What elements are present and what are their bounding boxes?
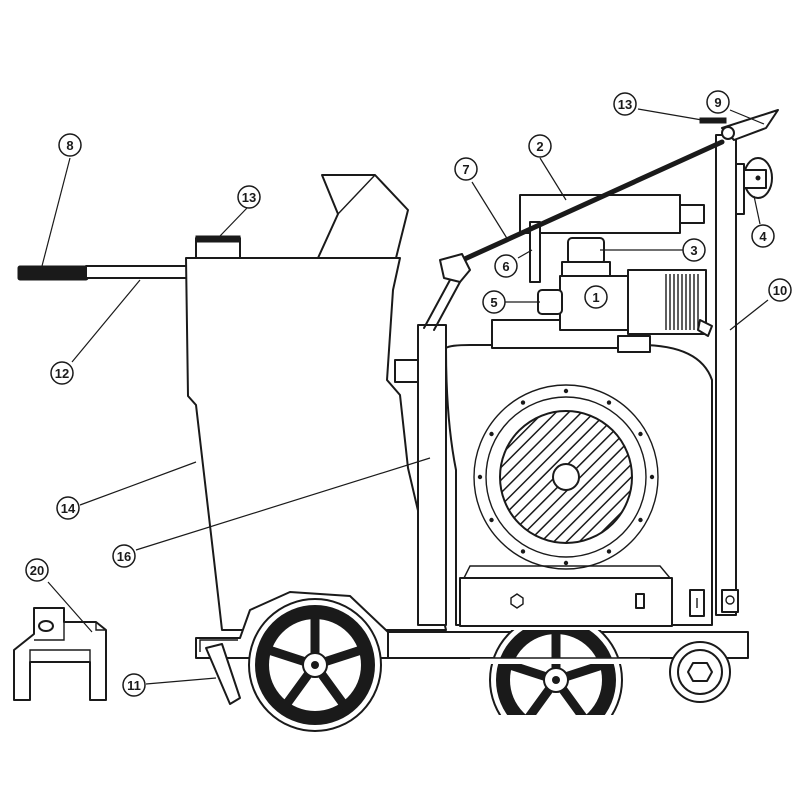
motor-cooling-fins <box>665 274 699 330</box>
callout-1-label: 1 <box>592 290 599 305</box>
leader-lines <box>41 108 769 685</box>
callout-6: 6 <box>494 254 518 278</box>
callout-1: 1 <box>584 285 608 309</box>
fan-hub <box>552 463 580 491</box>
callout-16-label: 16 <box>117 549 131 564</box>
fan-bolt <box>563 388 569 394</box>
top-lever <box>699 109 779 141</box>
callout-2-label: 2 <box>536 139 543 154</box>
callout-11-label: 11 <box>127 678 141 693</box>
callout-10: 10 <box>768 278 792 302</box>
mast-slide <box>721 589 739 613</box>
frame-post <box>417 324 447 626</box>
callout-2: 2 <box>528 134 552 158</box>
fan-bolt <box>489 431 494 437</box>
callout-4: 4 <box>751 224 775 248</box>
callout-3: 3 <box>682 238 706 262</box>
electric-motor <box>627 269 707 335</box>
callout-9-label: 9 <box>714 95 721 110</box>
callout-8-label: 8 <box>66 138 73 153</box>
callout-9: 9 <box>706 90 730 114</box>
callout-5-label: 5 <box>490 295 497 310</box>
fan-housing-outer <box>473 384 659 570</box>
callout-7-label: 7 <box>462 162 469 177</box>
callout-5: 5 <box>482 290 506 314</box>
water-tank <box>185 174 447 631</box>
fan-bolt <box>606 549 612 554</box>
engine-top <box>491 194 713 353</box>
fan-bolt <box>520 400 526 405</box>
fan-bolt <box>520 549 526 554</box>
side-knob <box>735 157 773 215</box>
callout-3-label: 3 <box>690 243 697 258</box>
fan-bolt <box>638 517 643 523</box>
rear-wheel <box>489 630 623 715</box>
handle-bar <box>85 265 191 279</box>
fan-bolt <box>563 560 569 566</box>
lift-cable <box>423 139 725 331</box>
choke-knob <box>537 289 563 315</box>
callout-14: 14 <box>56 496 80 520</box>
callout-20: 20 <box>25 558 49 582</box>
fan-bolt <box>649 474 655 480</box>
callout-4-label: 4 <box>759 229 767 244</box>
fuel-tank <box>519 194 681 234</box>
callout-10-label: 10 <box>773 283 787 298</box>
fan-bolts <box>477 388 655 566</box>
callout-13-tank: 13 <box>237 185 261 209</box>
oil-cap <box>567 237 605 265</box>
callout-16: 16 <box>112 544 136 568</box>
callout-13-top: 13 <box>613 92 637 116</box>
engine-shroud <box>445 344 713 627</box>
callout-8: 8 <box>58 133 82 157</box>
fan-bolt <box>606 400 612 405</box>
callout-7: 7 <box>454 157 478 181</box>
top-latch <box>699 117 727 124</box>
fan-bolt <box>638 431 643 437</box>
callout-12: 12 <box>50 361 74 385</box>
fan-bolt <box>489 517 494 523</box>
rear-mast <box>715 134 739 616</box>
callout-6-label: 6 <box>502 259 509 274</box>
handle-grip <box>17 265 89 281</box>
callout-20-label: 20 <box>30 563 44 578</box>
callout-14-label: 14 <box>61 501 76 516</box>
bracket-detail <box>13 607 107 701</box>
callout-13-top-label: 13 <box>618 97 632 112</box>
front-wheel <box>248 598 382 732</box>
callout-11: 11 <box>122 673 146 697</box>
callout-13-tank-label: 13 <box>242 190 256 205</box>
caster-wheel <box>669 641 731 703</box>
depth-lever <box>529 221 541 283</box>
fan-housing-inner <box>485 396 647 558</box>
blade-guard-shoe <box>205 643 241 705</box>
callout-12-label: 12 <box>55 366 69 381</box>
push-handle <box>17 265 191 281</box>
fan-bolt <box>477 474 483 480</box>
